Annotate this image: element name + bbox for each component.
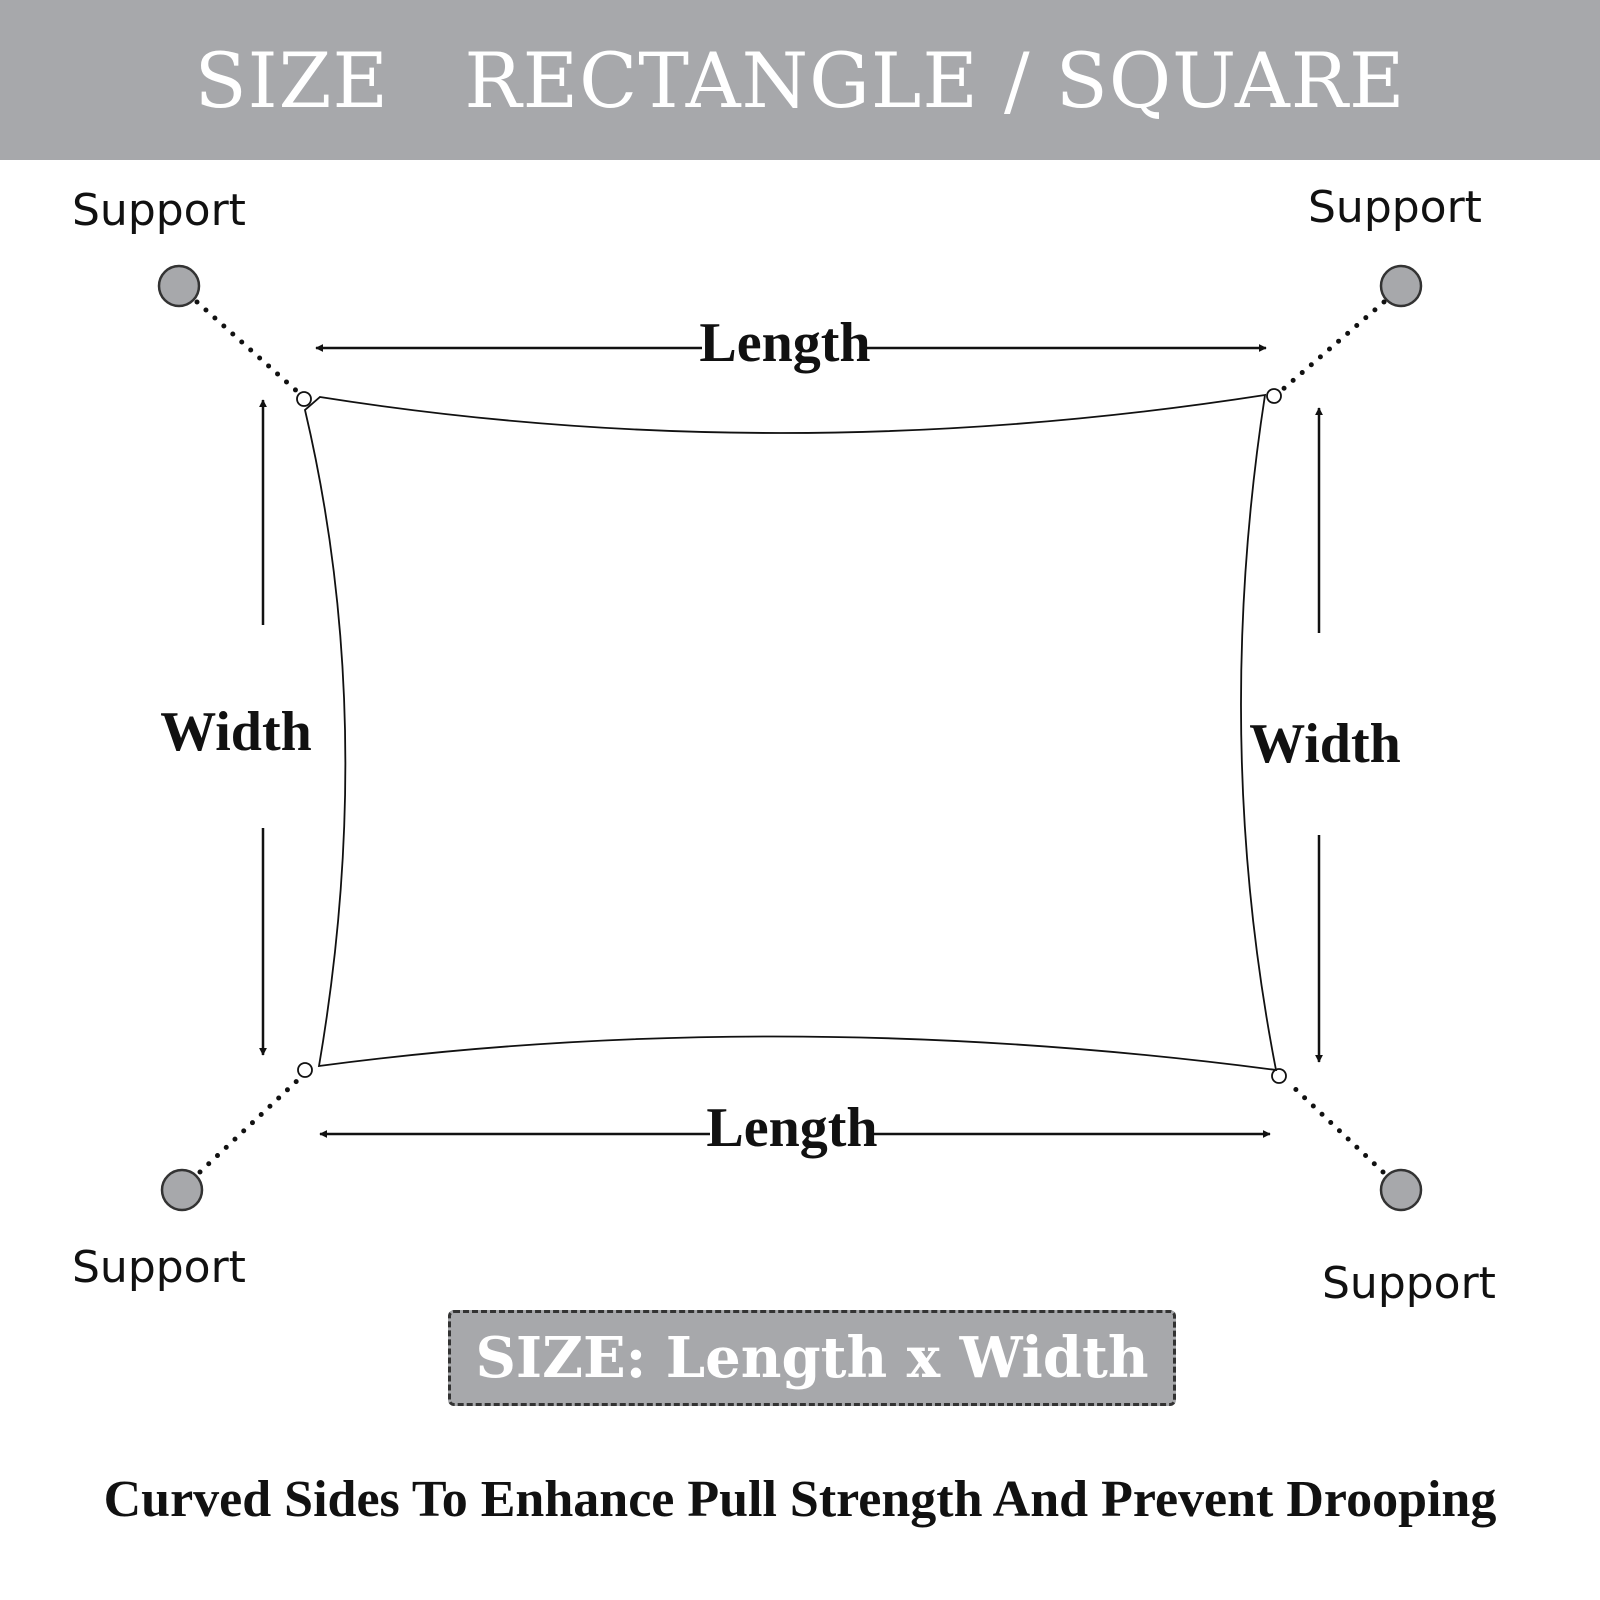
- length-label-bottom: Length: [706, 1097, 877, 1159]
- shade-sail-outline: [303, 393, 1278, 1072]
- width-label-right: Width: [1249, 713, 1400, 775]
- corner-ring-bottom-right: [1271, 1068, 1287, 1084]
- support-label-top-right: Support: [1308, 182, 1482, 233]
- width-label-left: Width: [160, 701, 311, 763]
- corner-ring-bottom-left: [297, 1062, 313, 1078]
- support-label-top-left: Support: [72, 185, 246, 236]
- support-circle-bottom-right: [1379, 1168, 1423, 1212]
- support-circle-top-left: [157, 264, 201, 308]
- tension-line-bottom-right: [1285, 1079, 1386, 1175]
- support-label-bottom-right: Support: [1322, 1258, 1496, 1309]
- size-formula-box: SIZE: Length x Width: [448, 1310, 1176, 1406]
- corner-ring-top-left: [296, 391, 312, 407]
- header-banner: SIZE RECTANGLE / SQUARE: [0, 0, 1600, 160]
- size-formula-text: SIZE: Length x Width: [475, 1325, 1149, 1391]
- tension-line-bottom-left: [197, 1075, 303, 1175]
- support-circle-bottom-left: [160, 1168, 204, 1212]
- corner-ring-top-right: [1266, 388, 1282, 404]
- length-label-top: Length: [699, 312, 870, 374]
- caption-text: Curved Sides To Enhance Pull Strength An…: [103, 1471, 1497, 1528]
- tension-line-top-right: [1279, 299, 1387, 393]
- header-title: SIZE RECTANGLE / SQUARE: [194, 35, 1406, 125]
- support-circle-top-right: [1379, 264, 1423, 308]
- tension-line-top-left: [194, 299, 303, 397]
- support-label-bottom-left: Support: [72, 1242, 246, 1293]
